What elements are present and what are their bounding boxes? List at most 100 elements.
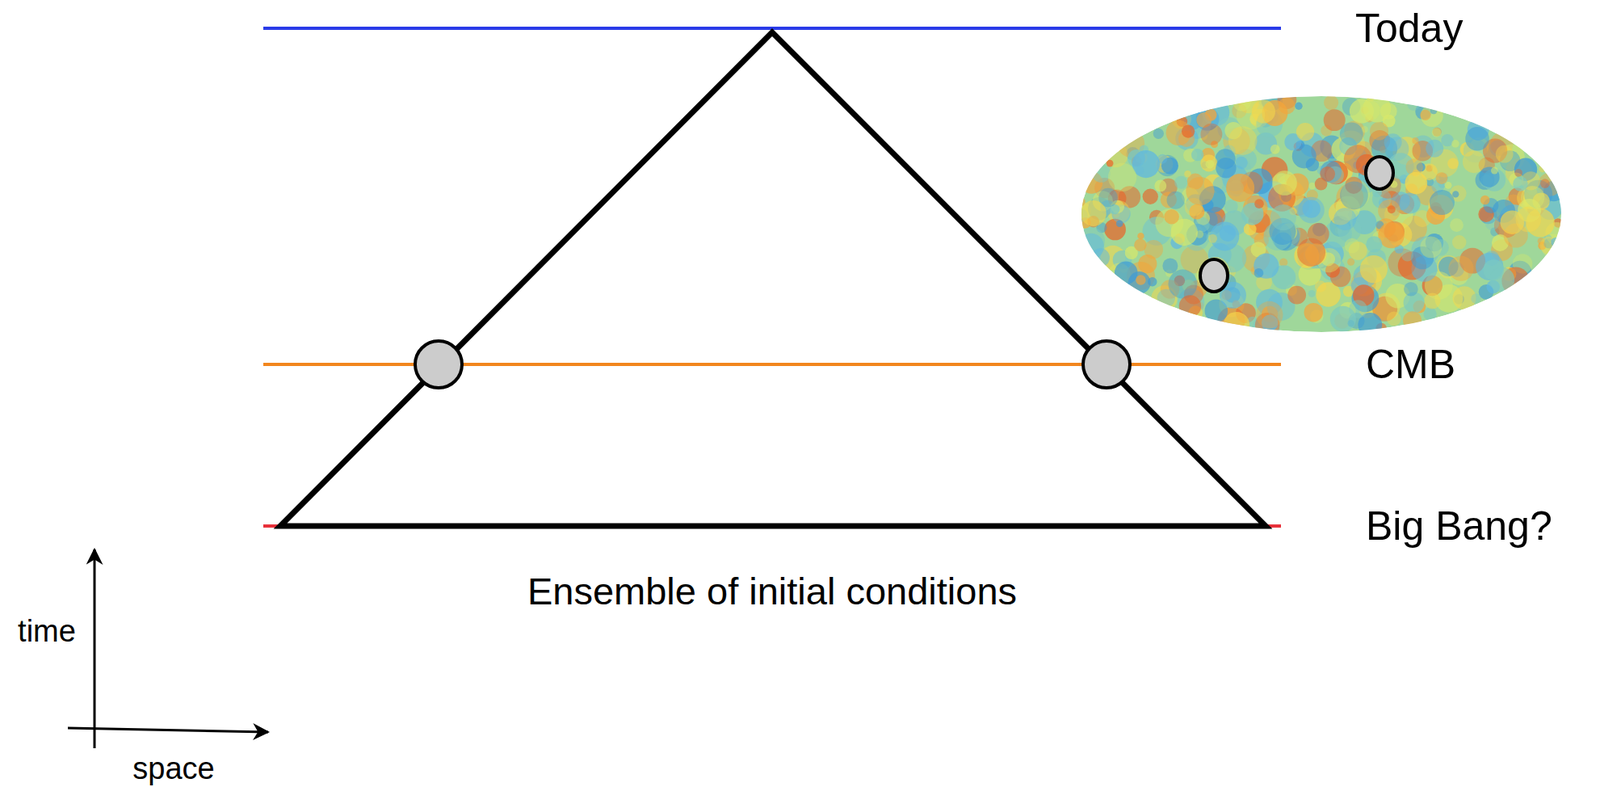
axis-label: space: [132, 752, 215, 784]
cmb-fluctuation: [1423, 306, 1437, 320]
time-axis: [93, 549, 97, 748]
cmb-fluctuation: [1208, 234, 1218, 244]
cmb-fluctuation: [1452, 190, 1459, 198]
cmb-fluctuation: [1296, 122, 1315, 141]
cmb-patch: [1200, 259, 1228, 292]
cmb-fluctuation: [1323, 95, 1339, 110]
cmb-fluctuation: [1270, 204, 1297, 231]
space-axis: [67, 727, 269, 732]
cmb-fluctuation: [1470, 293, 1481, 303]
cmb-fluctuation: [1384, 133, 1403, 152]
cmb-fluctuation: [1405, 172, 1428, 195]
cmb-fluctuation: [1387, 205, 1396, 214]
cmb-fluctuation: [1135, 274, 1146, 285]
cmb-fluctuation: [1179, 294, 1202, 317]
cmb-fluctuation: [1411, 137, 1419, 144]
axis-label: time: [17, 615, 76, 647]
cmb-fluctuation: [1330, 306, 1357, 332]
cmb-fluctuation: [1223, 311, 1250, 338]
cmb-fluctuation: [1254, 268, 1265, 278]
cmb-fluctuation: [1091, 247, 1110, 267]
cmb-fluctuation: [1377, 199, 1401, 223]
cmb-fluctuation: [1406, 97, 1420, 111]
cmb-fluctuation: [1174, 233, 1185, 244]
cmb-fluctuation: [1308, 289, 1316, 298]
cmb-fluctuation: [1480, 195, 1491, 206]
cmb-fluctuation: [1253, 253, 1279, 279]
cmb-fluctuation: [1080, 200, 1107, 227]
cmb-fluctuation: [1215, 157, 1236, 178]
cmb-fluctuation: [1106, 159, 1114, 168]
cmb-fluctuation: [1538, 165, 1546, 173]
cmb-fluctuation: [1205, 159, 1214, 169]
cmb-fluctuation: [1255, 301, 1283, 328]
cmb-fluctuation: [1270, 144, 1281, 155]
cmb-fluctuation: [1465, 126, 1489, 151]
time-slice-label: Today: [1355, 8, 1463, 49]
cmb-fluctuation: [1415, 103, 1432, 120]
cmb-fluctuation: [1167, 191, 1185, 210]
cmb-fluctuation: [1365, 235, 1382, 252]
cmb-fluctuation: [1478, 166, 1500, 187]
cmb-fluctuation: [1339, 121, 1364, 146]
cmb-fluctuation: [1360, 100, 1381, 120]
cmb-fluctuation: [1174, 176, 1188, 189]
cmb-fluctuation: [1132, 150, 1160, 178]
cmb-fluctuation: [1294, 101, 1302, 110]
cmb-fluctuation: [1185, 176, 1214, 206]
cmb-fluctuation: [1423, 292, 1441, 309]
cmb-fluctuation: [1490, 167, 1499, 175]
cmb-fluctuation: [1108, 163, 1137, 192]
cmb-fluctuation: [1550, 237, 1560, 247]
cmb-fluctuation: [1448, 256, 1474, 282]
cmb-fluctuation: [1401, 248, 1414, 261]
cmb-fluctuation: [1429, 189, 1455, 215]
cmb-fluctuation: [1091, 163, 1111, 183]
cmb-fluctuation: [1234, 156, 1248, 169]
cmb-fluctuation: [1360, 255, 1388, 283]
cmb-fluctuation: [1452, 235, 1467, 250]
cmb-fluctuation: [1154, 180, 1167, 193]
cmb-fluctuation: [1451, 139, 1460, 148]
cmb-fluctuation: [1304, 302, 1323, 322]
cmb-fluctuation: [1347, 258, 1355, 266]
cmb-fluctuation: [1495, 145, 1514, 164]
cmb-fluctuation: [1272, 170, 1298, 196]
cmb-fluctuation: [1436, 172, 1449, 185]
cmb-fluctuation: [1540, 178, 1550, 189]
time-slice-label: Big Bang?: [1365, 505, 1553, 546]
cmb-fluctuation: [1228, 125, 1258, 156]
cmb-fluctuation: [1402, 310, 1422, 330]
cmb-fluctuation: [1516, 206, 1542, 233]
cmb-fluctuation: [1403, 281, 1419, 297]
cmb-fluctuation: [1224, 199, 1239, 214]
cmb-fluctuation: [1432, 127, 1442, 138]
cmb-fluctuation: [1314, 280, 1327, 292]
cmb-fluctuation: [1200, 123, 1223, 146]
cmb-fluctuation: [1287, 285, 1307, 305]
cmb-fluctuation: [1128, 271, 1151, 294]
cmb-fluctuation: [1399, 192, 1421, 214]
cmb-fluctuation: [1137, 232, 1144, 240]
cmb-fluctuation: [1425, 139, 1444, 158]
cmb-fluctuation: [1195, 230, 1204, 239]
time-slice-label: CMB: [1365, 344, 1456, 385]
cmb-fluctuation: [1319, 166, 1336, 182]
cmb-fluctuation: [1419, 236, 1442, 259]
cmb-fluctuation: [1167, 269, 1197, 299]
cmb-fluctuation: [1205, 231, 1218, 244]
cmb-fluctuation: [1489, 267, 1515, 293]
cmb-fluctuation: [1297, 238, 1326, 267]
cmb-fluctuation: [1386, 311, 1402, 327]
cmb-fluctuation: [1432, 127, 1442, 137]
cmb-fluctuation: [1191, 148, 1204, 161]
cmb-fluctuation: [1142, 188, 1159, 205]
cmb-fluctuation: [1512, 176, 1528, 191]
cmb-fluctuation: [1163, 209, 1180, 225]
cmb-fluctuation: [1153, 128, 1164, 139]
cmb-fluctuation: [1430, 107, 1437, 114]
cmb-fluctuation: [1449, 218, 1464, 232]
cmb-fluctuation: [1514, 168, 1523, 177]
